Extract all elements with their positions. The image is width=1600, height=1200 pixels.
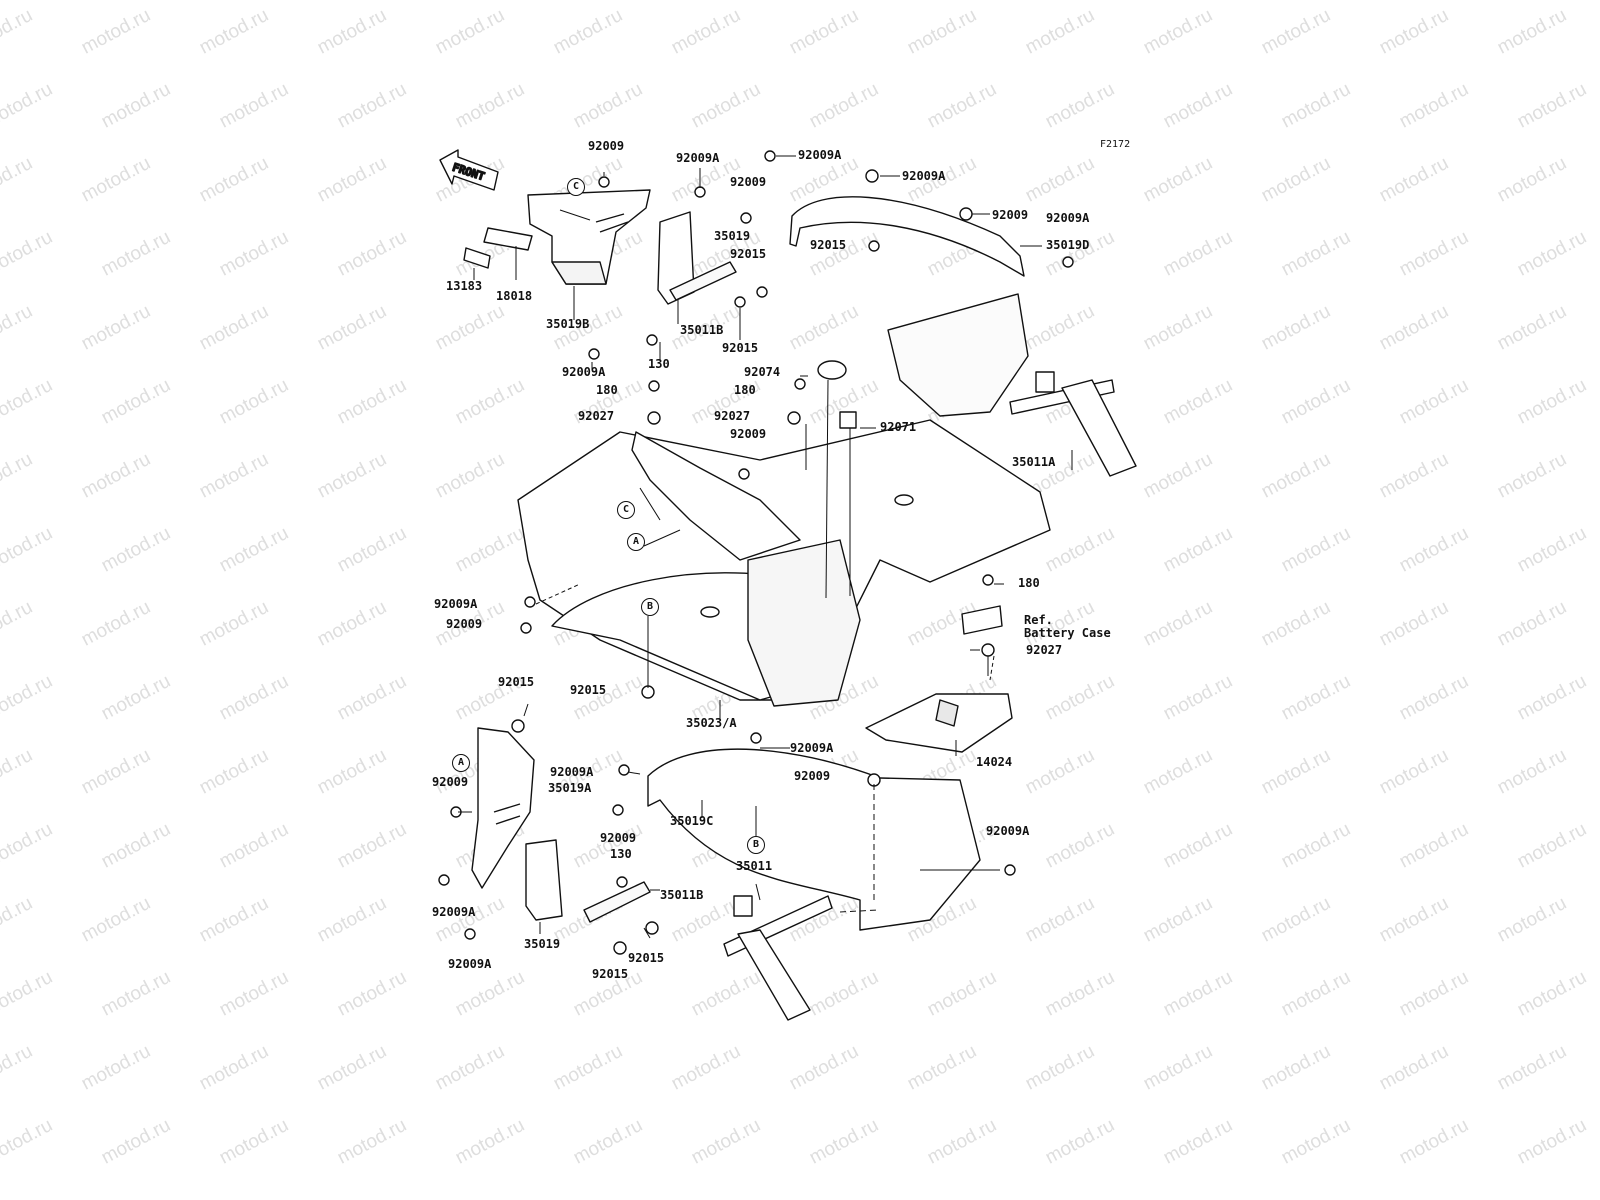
part-label: 92009A xyxy=(676,151,720,165)
bracket-35011A xyxy=(1009,371,1137,477)
part-label: 92015 xyxy=(570,683,607,697)
part-label: 35019C xyxy=(670,814,714,828)
part-label: 92027 xyxy=(578,409,615,423)
part-label: 35019 xyxy=(524,937,561,951)
part-label: 92009 xyxy=(730,175,767,189)
part-label: 35023/A xyxy=(686,716,737,730)
part-label: 92009A xyxy=(434,597,478,611)
part-label: 92009 xyxy=(588,139,625,153)
part-label: 180 xyxy=(596,383,618,397)
part-label: 92027 xyxy=(1026,643,1063,657)
strip-35011B-lower xyxy=(583,881,651,923)
part-label: 92009 xyxy=(794,769,831,783)
part-label: 180 xyxy=(1018,576,1040,590)
part-label: 35019D xyxy=(1046,238,1090,252)
mud-flap-35019-lower xyxy=(525,839,563,921)
callout-a-mid: A xyxy=(627,533,645,551)
part-label: 130 xyxy=(610,847,632,861)
clip-13183 xyxy=(463,247,491,269)
part-label: 92015 xyxy=(628,951,665,965)
bracket-35011 xyxy=(723,895,833,1021)
callout-c-mid: C xyxy=(617,501,635,519)
part-label: 92009A xyxy=(448,957,492,971)
callout-b-bottom: B xyxy=(747,836,765,854)
damper-92071 xyxy=(839,411,857,429)
side-cover-35019B xyxy=(527,189,651,285)
part-label: 35011B xyxy=(680,323,724,337)
part-label: 35019A xyxy=(548,781,592,795)
cover-14024 xyxy=(865,693,1013,753)
part-label: 92015 xyxy=(722,341,759,355)
part-label: 14024 xyxy=(976,755,1013,769)
strip-35011B xyxy=(669,261,737,301)
part-label: 35011 xyxy=(736,859,773,873)
part-label: 92009A xyxy=(790,741,834,755)
part-label: 92015 xyxy=(498,675,535,689)
part-label: 92009A xyxy=(986,824,1030,838)
part-label: 92009A xyxy=(562,365,606,379)
callout-a-bottom: A xyxy=(452,754,470,772)
part-label: 92015 xyxy=(730,247,767,261)
part-label: 92009A xyxy=(550,765,594,779)
figure-code: F2172 xyxy=(1100,139,1131,150)
part-label: 180 xyxy=(734,383,756,397)
ref-label: Battery Case xyxy=(1024,626,1111,640)
callout-c-top: C xyxy=(567,178,585,196)
part-label: 35011A xyxy=(1012,455,1056,469)
part-label: 35019 xyxy=(714,229,751,243)
part-label: 92015 xyxy=(810,238,847,252)
part-label: 92009 xyxy=(730,427,767,441)
front-arrow-icon: FRONT xyxy=(439,149,499,191)
rear-fender-35019D xyxy=(789,196,1029,417)
side-cover-35019A xyxy=(471,727,535,889)
part-label: 92009 xyxy=(600,831,637,845)
rear-fender-35023A xyxy=(517,419,1051,707)
part-label: 92074 xyxy=(744,365,781,379)
front-fender-35019C xyxy=(647,748,981,931)
part-label: 130 xyxy=(648,357,670,371)
part-label: 13183 xyxy=(446,279,483,293)
part-label: 92009 xyxy=(432,775,469,789)
part-label: 92009 xyxy=(446,617,483,631)
part-label: 92009A xyxy=(432,905,476,919)
ref-label: Ref. xyxy=(1024,613,1053,627)
part-label: 92009 xyxy=(992,208,1029,222)
part-label: 35019B xyxy=(546,317,590,331)
part-label: 35011B xyxy=(660,888,704,902)
bracket-battery xyxy=(961,605,1003,635)
part-label: 92009A xyxy=(902,169,946,183)
plate-18018 xyxy=(483,227,533,251)
part-label: 18018 xyxy=(496,289,533,303)
callout-b-mid: B xyxy=(641,598,659,616)
part-label: 92071 xyxy=(880,420,917,434)
part-label: 92009A xyxy=(798,148,842,162)
part-label: 92027 xyxy=(714,409,751,423)
part-label: 92015 xyxy=(592,967,629,981)
leader-lines xyxy=(458,155,1073,939)
part-label: 92009A xyxy=(1046,211,1090,225)
cap-92074 xyxy=(817,360,847,380)
